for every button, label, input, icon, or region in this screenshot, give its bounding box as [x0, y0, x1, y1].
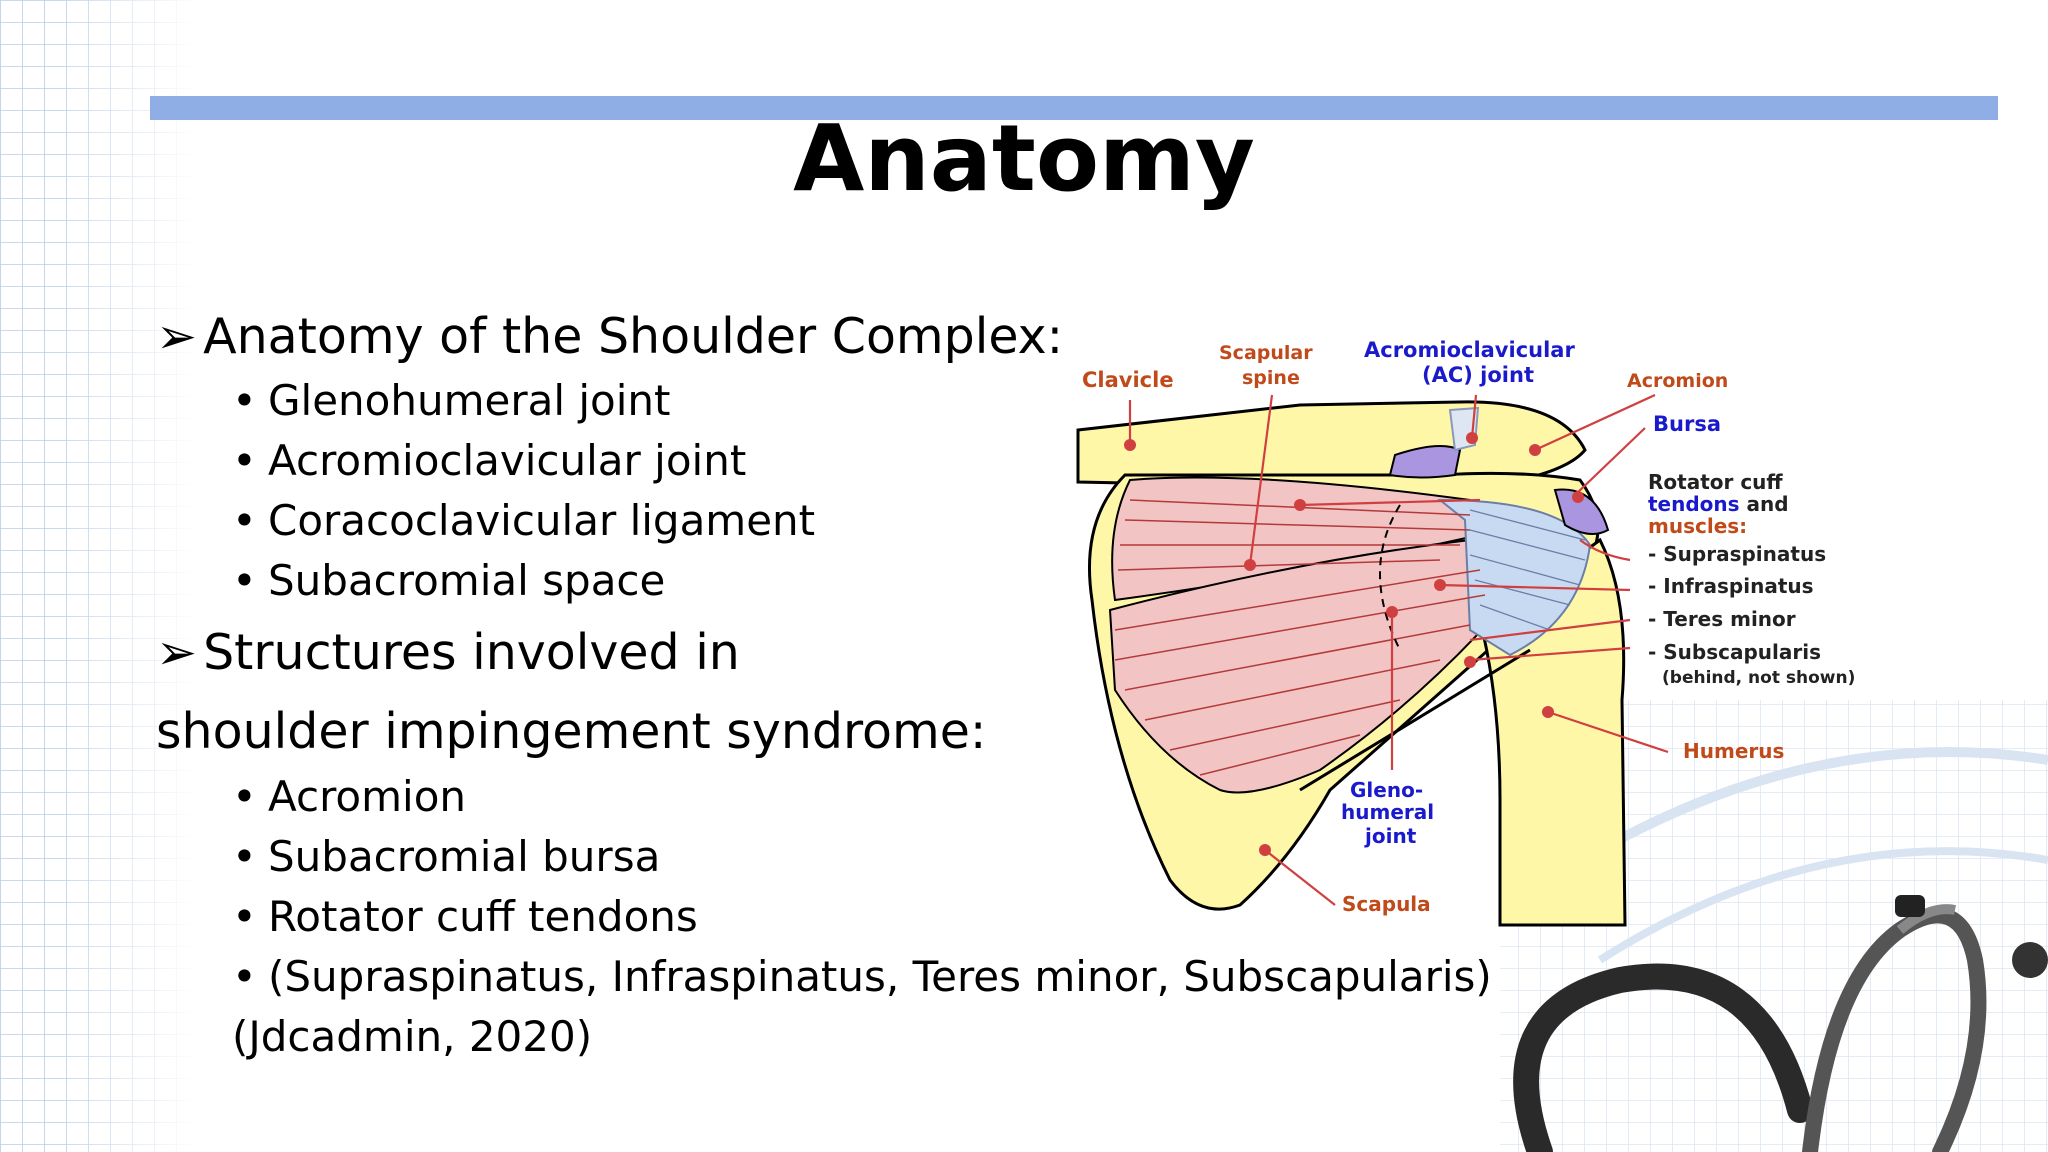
- label-gleno-2: humeral: [1341, 800, 1434, 824]
- list-item: •Acromion: [232, 772, 467, 821]
- section2-heading-line2: shoulder impingement syndrome:: [156, 703, 987, 760]
- label-bursa: Bursa: [1653, 412, 1721, 436]
- label-scapular-spine-1: Scapular: [1219, 342, 1313, 364]
- dot-bullet-icon: •: [232, 556, 257, 605]
- section1-heading: ➢Anatomy of the Shoulder Complex:: [156, 308, 1064, 365]
- accent-bar: [150, 96, 1998, 120]
- slide-title: Anatomy: [793, 105, 1255, 212]
- label-behind: (behind, not shown): [1662, 668, 1855, 688]
- label-scapula: Scapula: [1342, 892, 1431, 916]
- rotator-cuff-tendons: [1437, 498, 1592, 657]
- label-rotator-3: muscles:: [1648, 514, 1747, 538]
- section2-heading: ➢Structures involved in: [156, 624, 740, 681]
- label-scapular-spine-2: spine: [1242, 367, 1300, 389]
- label-infraspinatus: - Infraspinatus: [1648, 574, 1814, 598]
- label-gleno-3: joint: [1364, 824, 1417, 848]
- dot-bullet-icon: •: [232, 376, 257, 425]
- label-humerus: Humerus: [1683, 739, 1784, 763]
- list-item: •Subacromial bursa: [232, 832, 661, 881]
- dot-bullet-icon: •: [232, 772, 257, 821]
- list-item: •Coracoclavicular ligament: [232, 496, 816, 545]
- list-item: •Glenohumeral joint: [232, 376, 671, 425]
- label-subscapularis: - Subscapularis: [1648, 640, 1821, 664]
- label-ac-joint-2: (AC) joint: [1422, 363, 1534, 387]
- label-ac-joint-1: Acromioclavicular: [1364, 338, 1575, 362]
- dot-bullet-icon: •: [232, 832, 257, 881]
- list-item: •Rotator cuff tendons: [232, 892, 698, 941]
- dot-bullet-icon: •: [232, 952, 257, 1001]
- list-item: •(Supraspinatus, Infraspinatus, Teres mi…: [232, 952, 1492, 1001]
- list-item: •Acromioclavicular joint: [232, 436, 747, 485]
- stethoscope-image: [1513, 895, 2048, 1152]
- arrow-bullet-icon: ➢: [156, 308, 198, 365]
- label-gleno-1: Gleno-: [1350, 778, 1423, 802]
- label-rotator-1: Rotator cuff: [1648, 470, 1783, 494]
- infraspinatus-muscle: [1108, 538, 1502, 794]
- label-teres-minor: - Teres minor: [1648, 607, 1796, 631]
- list-item: •Subacromial space: [232, 556, 666, 605]
- dot-bullet-icon: •: [232, 892, 257, 941]
- shoulder-anatomy-diagram: Clavicle Scapular spine Acromioclavicula…: [1076, 338, 1855, 927]
- label-acromion: Acromion: [1627, 370, 1728, 392]
- dot-bullet-icon: •: [232, 436, 257, 485]
- label-clavicle: Clavicle: [1082, 368, 1174, 392]
- ac-joint-shape: [1388, 445, 1462, 479]
- label-rotator-2: tendons and: [1648, 492, 1789, 516]
- arrow-bullet-icon: ➢: [156, 624, 198, 681]
- dot-bullet-icon: •: [232, 496, 257, 545]
- citation: (Jdcadmin, 2020): [232, 1012, 593, 1061]
- label-supraspinatus: - Supraspinatus: [1648, 542, 1826, 566]
